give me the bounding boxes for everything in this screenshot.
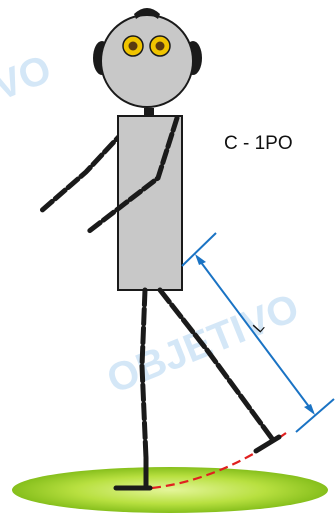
measure-arrow-bottom xyxy=(304,404,315,415)
measure-tick-bottom xyxy=(296,399,334,432)
swing-foot xyxy=(256,437,279,451)
robot-name-label: C - 1PO xyxy=(224,133,293,154)
ground-ellipse xyxy=(12,467,328,513)
right-pupil xyxy=(156,42,165,51)
back-arm xyxy=(40,130,125,212)
measure-arrow-top xyxy=(195,254,206,265)
robot-head xyxy=(93,8,202,107)
watermark-text-top: VO xyxy=(0,47,57,109)
left-pupil xyxy=(129,42,138,51)
head-circle xyxy=(101,15,193,107)
